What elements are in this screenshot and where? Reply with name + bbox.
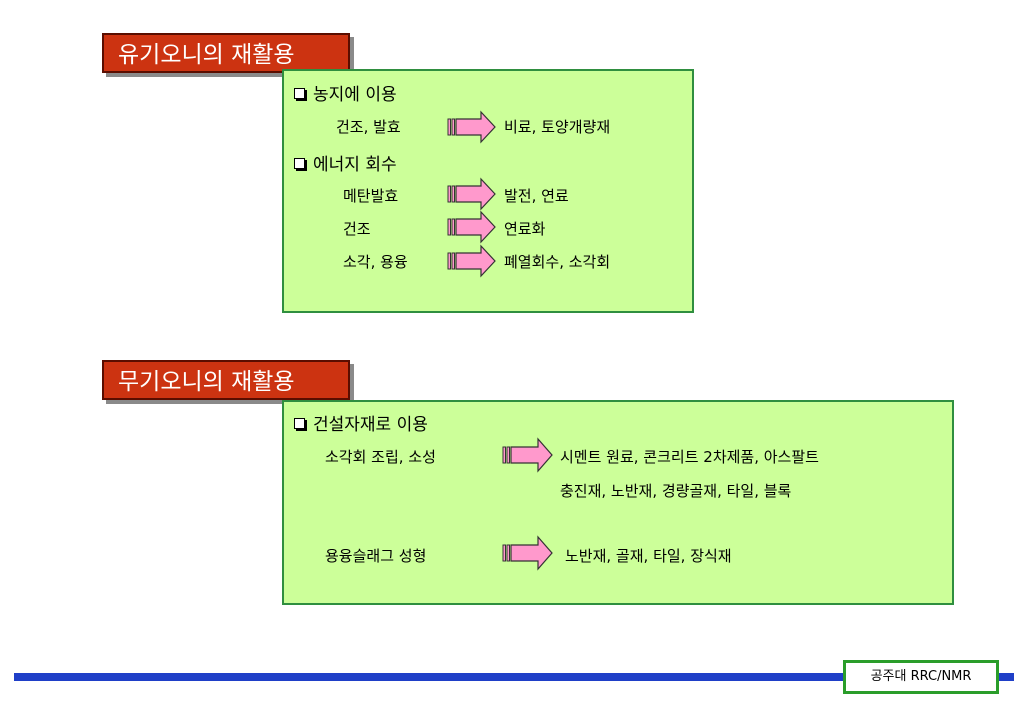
checkbox-bullet-icon [294, 158, 305, 169]
right-arrow-icon [447, 177, 496, 211]
section1-title: 유기오니의 재활용 [102, 33, 350, 73]
right-arrow-icon [447, 210, 496, 244]
group-heading-farmland: 농지에 이용 [294, 80, 397, 105]
process-label: 용융슬래그 성형 [325, 547, 427, 565]
checkbox-bullet-icon [294, 88, 305, 99]
right-arrow-icon [447, 110, 496, 144]
result-label: 연료화 [504, 220, 546, 238]
group-heading-energy: 에너지 회수 [294, 150, 397, 175]
checkbox-bullet-icon [294, 418, 305, 429]
section2-panel [282, 400, 954, 605]
result-label: 폐열회수, 소각회 [504, 253, 611, 271]
footer-label: 공주대 RRC/NMR [843, 660, 999, 694]
result-label: 시멘트 원료, 콘크리트 2차제품, 아스팔트 [560, 448, 819, 466]
process-label: 건조, 발효 [336, 118, 401, 136]
group-heading-construction: 건설자재로 이용 [294, 410, 428, 435]
section2-title: 무기오니의 재활용 [102, 360, 350, 400]
process-label: 건조 [343, 220, 371, 238]
process-label: 소각, 용융 [343, 253, 408, 271]
process-label: 메탄발효 [343, 187, 399, 205]
result-label-continued: 충진재, 노반재, 경량골재, 타일, 블록 [560, 482, 792, 500]
right-arrow-icon [502, 535, 553, 571]
process-label: 소각회 조립, 소성 [325, 448, 436, 466]
result-label: 노반재, 골재, 타일, 장식재 [565, 547, 732, 565]
footer-bar [14, 673, 1014, 681]
result-label: 비료, 토양개량재 [504, 118, 611, 136]
result-label: 발전, 연료 [504, 187, 569, 205]
right-arrow-icon [502, 437, 553, 473]
right-arrow-icon [447, 244, 496, 278]
